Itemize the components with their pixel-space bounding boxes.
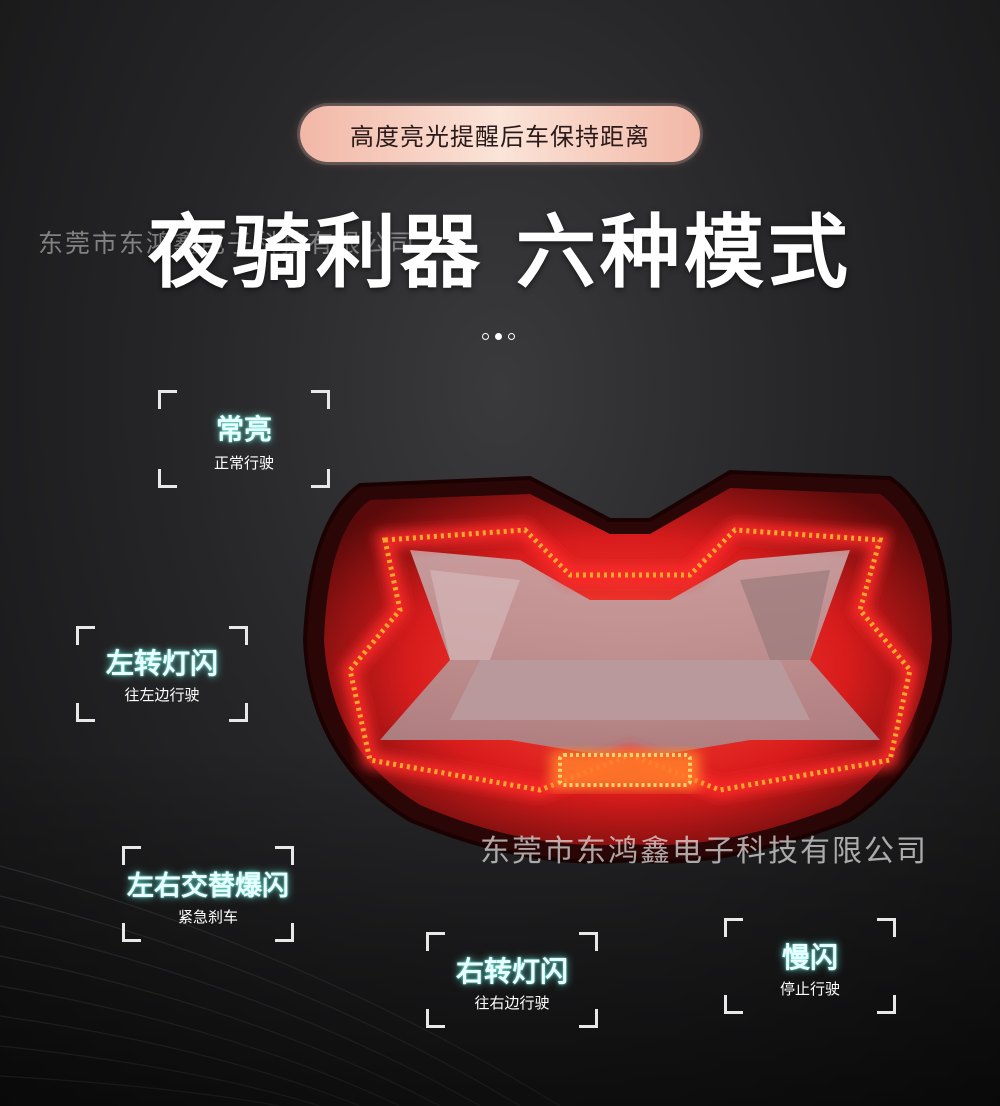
mode-title: 常亮	[215, 413, 272, 446]
mode-alternate-flash: 左右交替爆闪 紧急刹车	[122, 846, 294, 942]
carousel-dots	[482, 333, 515, 340]
mode-subtitle: 紧急刹车	[177, 908, 238, 926]
mode-right-turn: 右转灯闪 往右边行驶	[426, 932, 598, 1028]
banner-text: 高度亮光提醒后车保持距离	[350, 122, 650, 151]
mode-title: 左右交替爆闪	[127, 871, 289, 902]
mode-slow-flash: 慢闪 停止行驶	[724, 918, 896, 1014]
carousel-dot-active[interactable]	[495, 333, 502, 340]
promo-banner: 高度亮光提醒后车保持距离	[300, 106, 700, 162]
mode-subtitle: 往右边行驶	[474, 994, 550, 1012]
tail-lamp-image	[302, 469, 953, 864]
carousel-dot[interactable]	[508, 333, 515, 340]
watermark-top: 东莞市东鸿鑫电子科技有限公司	[38, 229, 417, 258]
watermark-bottom: 东莞市东鸿鑫电子科技有限公司	[480, 834, 928, 869]
mode-title: 慢闪	[781, 941, 838, 974]
mode-title: 右转灯闪	[455, 955, 568, 988]
mode-subtitle: 往左边行驶	[124, 686, 200, 704]
carousel-dot[interactable]	[482, 333, 489, 340]
headline: 夜骑利器 六种模式	[148, 206, 852, 299]
mode-left-turn: 左转灯闪 往左边行驶	[76, 626, 248, 722]
mode-subtitle: 正常行驶	[213, 454, 274, 472]
mode-subtitle: 停止行驶	[779, 980, 840, 998]
mode-steady: 常亮 正常行驶	[158, 390, 330, 488]
mode-title: 左转灯闪	[105, 647, 218, 680]
